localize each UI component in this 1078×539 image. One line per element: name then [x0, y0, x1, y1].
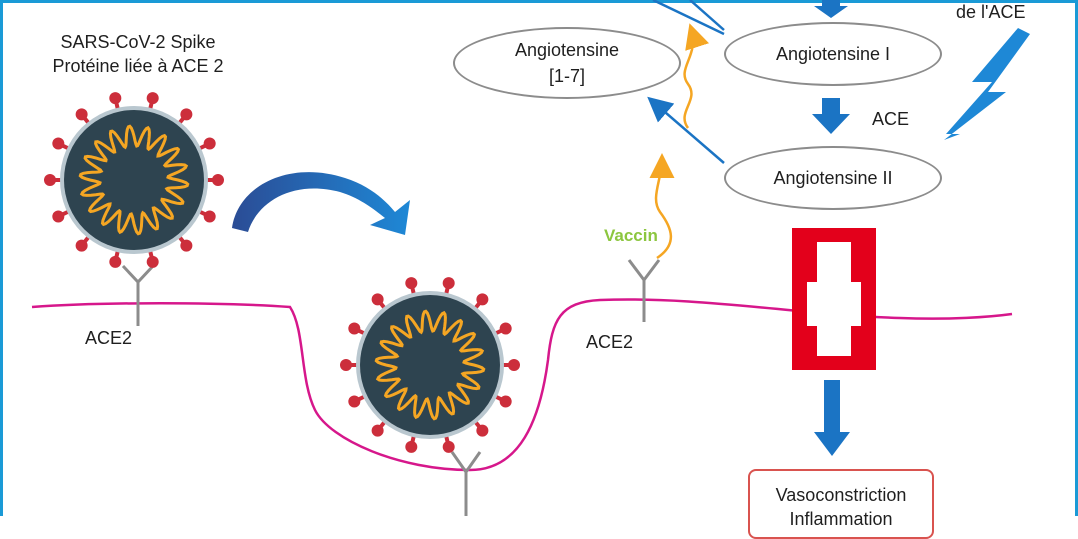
ace-arrow-icon [812, 98, 850, 134]
diagram-canvas [31, 0, 1030, 516]
down-arrow-to-outcome [814, 380, 850, 456]
curved-arrow-icon [232, 172, 410, 235]
ace2-receptor-left-icon [121, 264, 155, 326]
arrow-ang2-to-ang17 [647, 96, 725, 164]
arrow-top-down [814, 0, 848, 18]
virus-icon [340, 277, 520, 453]
virus-icon [44, 92, 224, 268]
virus-label: SARS-CoV-2 Spike Protéine liée à ACE 2 [45, 30, 231, 78]
ace2-receptor-bottom-icon [450, 451, 482, 516]
virus-label-line-1: SARS-CoV-2 Spike [60, 32, 216, 52]
node-angiotensin-1: Angiotensine I [724, 22, 942, 86]
outcome-box: Vasoconstriction Inflammation [748, 469, 934, 539]
blocked-icon [792, 228, 876, 370]
arrow-top-left [689, 0, 725, 31]
inhibitor-label: de l'ACE [956, 2, 1026, 22]
ace2-receptor-right-icon [627, 259, 661, 322]
outcome-line-1: Vasoconstriction [775, 485, 907, 505]
vaccine-label: Vaccin [604, 226, 658, 245]
node-angiotensin-1-7-line-2: [1-7] [548, 66, 586, 86]
node-angiotensin-1-7-line-1: Angiotensine [514, 40, 620, 60]
lightning-icon [944, 28, 1030, 140]
node-angiotensin-1-7: Angiotensine [1-7] [453, 27, 681, 99]
outcome-line-2: Inflammation [789, 509, 893, 529]
node-angiotensin-2: Angiotensine II [724, 146, 942, 210]
virus-label-line-2: Protéine liée à ACE 2 [52, 56, 224, 76]
ace2-label-right: ACE2 [586, 332, 634, 352]
enzyme-label: ACE [872, 109, 910, 129]
diagram-frame [0, 0, 1078, 516]
orange-wavy-arrow-upper [683, 23, 710, 129]
ace2-label-left: ACE2 [85, 328, 133, 348]
orange-wavy-arrow-lower [649, 153, 675, 260]
arrow-ang1-to-ang17 [652, 0, 725, 36]
